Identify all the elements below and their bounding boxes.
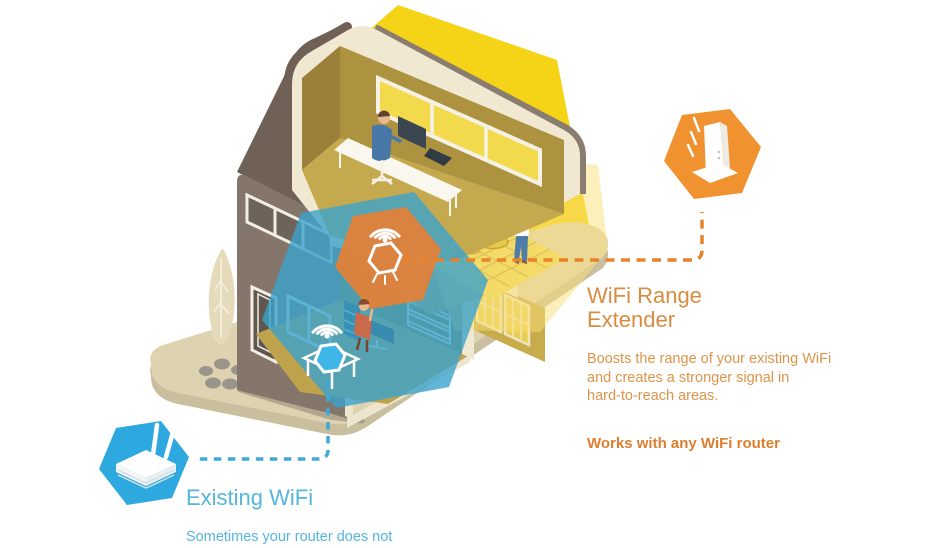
existing-title: Existing WiFi [186,485,314,510]
attic-window-band [376,74,542,188]
extender-title: WiFi Range Extender [587,283,702,332]
wifi-router-node-icon [301,324,361,389]
wifi-router-device-icon [116,422,176,489]
existing-wifi-label: Existing WiFi Sometimes your router does… [186,468,486,548]
router-connector-line [196,380,330,461]
existing-description: Sometimes your router does not provide t… [186,529,422,548]
woman-in-living-room [354,298,374,352]
extender-note: Works with any WiFi router [587,434,780,452]
wifi-range-extender-label: WiFi Range Extender Boosts the range of … [587,266,887,471]
extender-badge [664,109,761,199]
extender-description: Boosts the range of your existing WiFi a… [587,351,832,404]
wifi-extender-node-icon [367,228,403,285]
existing-wifi-badge [99,421,189,505]
wifi-extender-device-icon [686,116,738,183]
leaf-plant [208,248,235,345]
person-at-desk [371,110,402,185]
extender-connector-line [404,212,704,262]
attic-desk [334,116,462,216]
orange-coverage-hexagon [335,207,441,309]
